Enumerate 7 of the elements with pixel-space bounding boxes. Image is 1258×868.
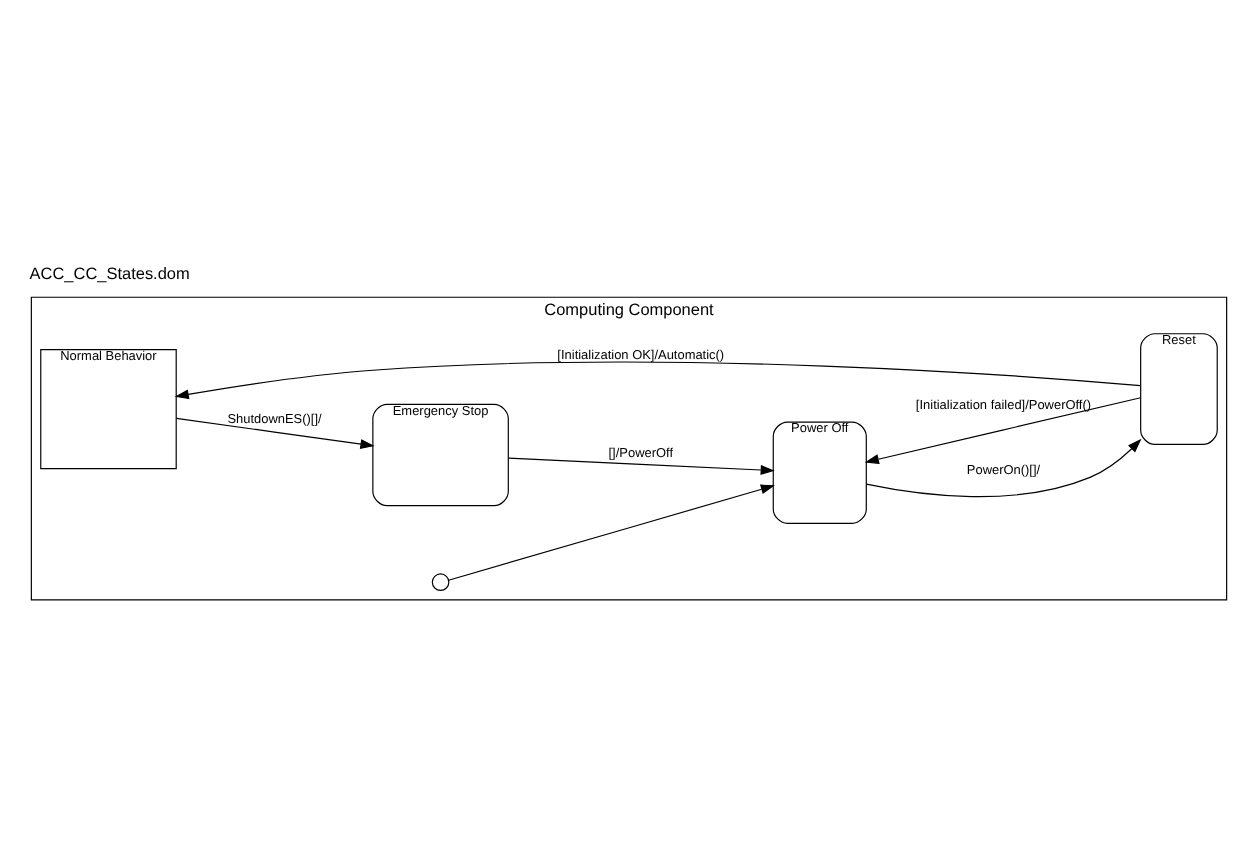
arrow [508, 456, 775, 474]
arrow [174, 360, 1141, 399]
arrow [865, 437, 1142, 497]
arrow [175, 416, 375, 448]
arrow [864, 396, 1142, 463]
node-circle [431, 572, 450, 591]
arrow [448, 483, 775, 580]
